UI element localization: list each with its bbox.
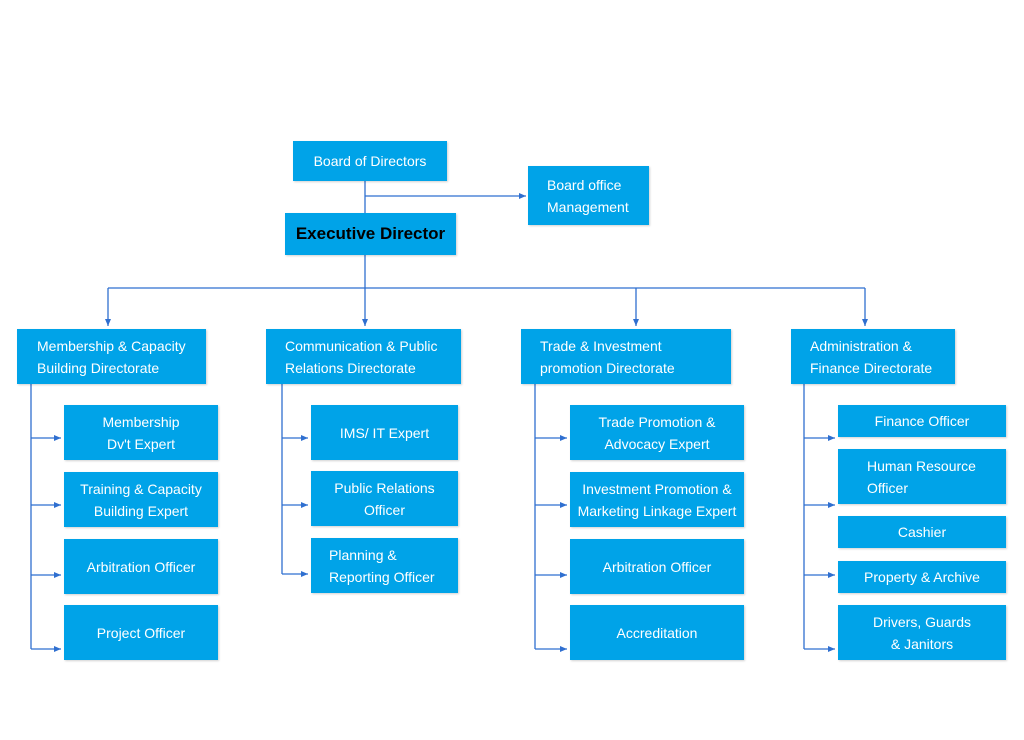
- role-line-1: Cashier: [897, 524, 947, 540]
- board-office-line-2: Management: [547, 198, 629, 215]
- directorate-title-line-2: Building Directorate: [37, 359, 160, 376]
- board-of-directors-box: Board of Directors: [293, 141, 447, 181]
- role-box: Investment Promotion & Marketing Linkage…: [570, 472, 744, 527]
- role-box: Human Resource Officer: [838, 449, 1006, 504]
- role-line-1: Arbitration Officer: [86, 558, 196, 575]
- role-line-1: Project Officer: [96, 624, 186, 641]
- directorate-title-line-1: Communication & Public: [285, 337, 438, 354]
- board-office-management-box: Board office Management: [528, 166, 649, 225]
- directorate-membership-capacity: Membership & Capacity Building Directora…: [17, 329, 206, 384]
- role-box: Finance Officer: [838, 405, 1006, 437]
- role-line-1: Trade Promotion &: [598, 413, 716, 430]
- role-line-1: Drivers, Guards: [872, 613, 972, 630]
- role-line-1: Human Resource: [867, 457, 976, 474]
- role-line-2: Reporting Officer: [329, 568, 435, 585]
- role-line-2: Advocacy Expert: [604, 435, 710, 452]
- directorate-title-line-2: Finance Directorate: [810, 359, 933, 376]
- role-line-2: Marketing Linkage Expert: [577, 502, 737, 519]
- role-line-1: Planning &: [329, 546, 397, 563]
- role-line-2: Officer: [364, 501, 405, 518]
- executive-director-label: Executive Director: [295, 224, 446, 243]
- role-line-2: Dv't Expert: [106, 435, 176, 452]
- role-line-1: Training & Capacity: [80, 480, 202, 497]
- role-box: IMS/ IT Expert: [311, 405, 458, 460]
- role-box: Public Relations Officer: [311, 471, 458, 526]
- role-line-1: Finance Officer: [874, 413, 970, 429]
- role-line-2: Building Expert: [93, 502, 189, 519]
- directorate-trade-investment: Trade & Investment promotion Directorate: [521, 329, 731, 384]
- role-line-2: & Janitors: [890, 635, 954, 652]
- role-line-1: Arbitration Officer: [602, 558, 712, 575]
- directorate-communication-public-relations: Communication & Public Relations Directo…: [266, 329, 461, 384]
- role-box: Drivers, Guards & Janitors: [838, 605, 1006, 660]
- role-line-1: Membership: [102, 413, 180, 430]
- board-office-line-1: Board office: [547, 176, 622, 193]
- role-box: Training & Capacity Building Expert: [64, 472, 218, 527]
- role-line-1: Public Relations: [334, 479, 435, 496]
- executive-director-box: Executive Director: [285, 213, 456, 255]
- directorate-title-line-2: Relations Directorate: [285, 359, 416, 376]
- role-box: Arbitration Officer: [64, 539, 218, 594]
- directorate-administration-finance: Administration & Finance Directorate: [791, 329, 955, 384]
- role-box: Project Officer: [64, 605, 218, 660]
- role-box: Property & Archive: [838, 561, 1006, 593]
- role-box: Cashier: [838, 516, 1006, 548]
- directorate-title-line-1: Membership & Capacity: [37, 337, 186, 354]
- directorate-title-line-2: promotion Directorate: [540, 359, 675, 376]
- role-box: Trade Promotion & Advocacy Expert: [570, 405, 744, 460]
- role-line-2: Officer: [867, 479, 908, 496]
- board-of-directors-label: Board of Directors: [313, 153, 427, 169]
- role-box: Arbitration Officer: [570, 539, 744, 594]
- role-line-1: Accreditation: [616, 624, 698, 641]
- role-line-1: Investment Promotion &: [582, 480, 732, 497]
- role-line-1: IMS/ IT Expert: [339, 424, 430, 441]
- role-box: Planning & Reporting Officer: [311, 538, 458, 593]
- role-line-1: Property & Archive: [864, 569, 980, 585]
- role-box: Membership Dv't Expert: [64, 405, 218, 460]
- directorate-title-line-1: Trade & Investment: [540, 337, 662, 354]
- directorate-title-line-1: Administration &: [810, 337, 912, 354]
- role-box: Accreditation: [570, 605, 744, 660]
